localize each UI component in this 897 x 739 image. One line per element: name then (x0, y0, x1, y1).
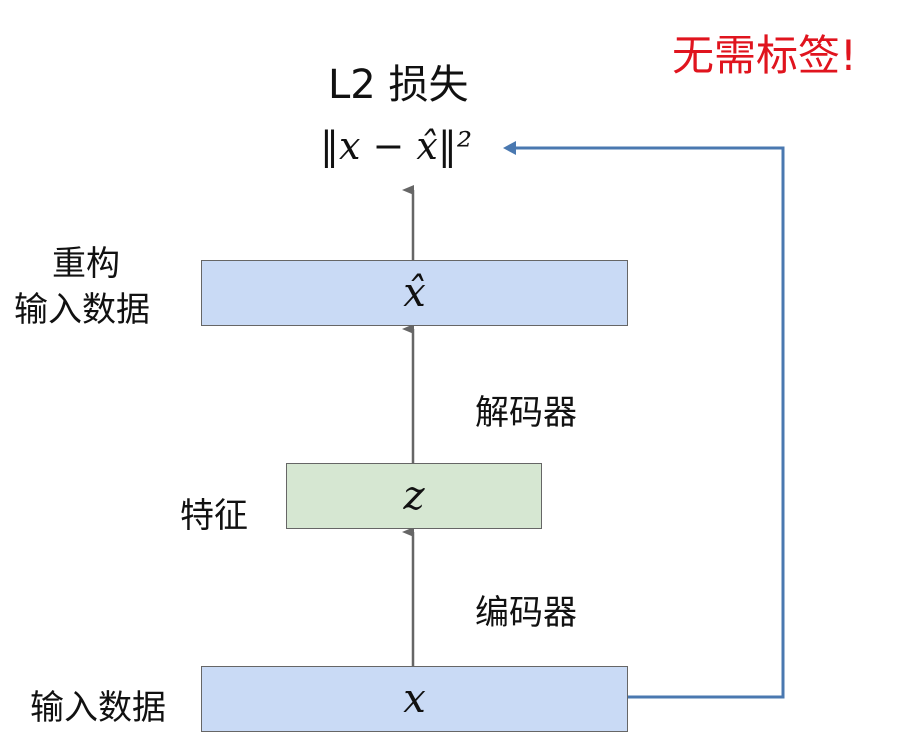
reconstructed-label-2: 输入数据 (14, 290, 150, 330)
features-label: 特征 (180, 496, 248, 536)
feedback-arrowhead (503, 141, 516, 155)
no-label-note: 无需标签! (672, 31, 857, 80)
decoder-label: 解码器 (475, 393, 577, 433)
latent-box: z (286, 463, 542, 529)
reconstruction-box: x̂ (201, 260, 628, 326)
feedback-line (514, 146, 785, 699)
reconstructed-label-1: 重构 (52, 244, 120, 284)
loss-formula: ‖x − x̂‖² (320, 124, 473, 168)
encoder-label: 编码器 (475, 593, 577, 633)
input-box: x (201, 666, 628, 732)
loss-title: L2 损失 (328, 62, 469, 108)
input-label: 输入数据 (30, 688, 166, 728)
